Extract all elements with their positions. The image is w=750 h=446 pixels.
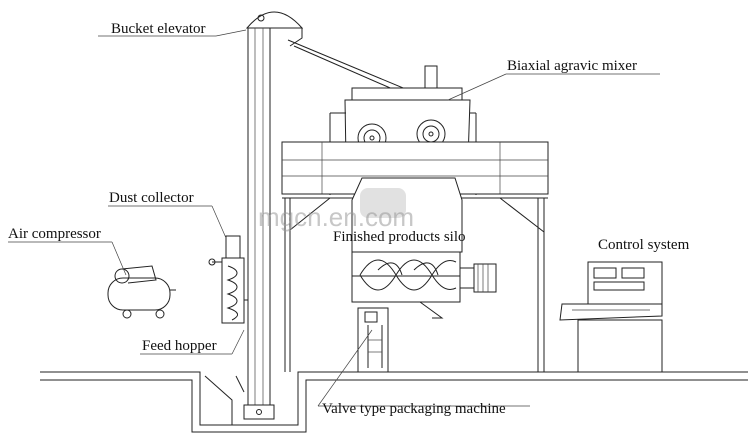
label-finished-silo: Finished products silo	[333, 229, 466, 245]
label-bucket-elevator: Bucket elevator	[111, 21, 206, 37]
watermark-text: mgcn.en.com	[258, 202, 414, 232]
air-compressor	[107, 265, 176, 319]
label-packaging-machine: Valve type packaging machine	[322, 401, 506, 417]
label-feed-hopper: Feed hopper	[142, 338, 217, 354]
label-biaxial-mixer: Biaxial agravic mixer	[507, 58, 637, 74]
label-control-system: Control system	[598, 237, 690, 253]
feed-hopper	[204, 375, 245, 425]
dust-collector	[208, 235, 248, 324]
control-system-console	[559, 261, 663, 373]
label-air-compressor: Air compressor	[8, 226, 101, 242]
finished-products-silo	[351, 177, 497, 319]
label-dust-collector: Dust collector	[109, 190, 194, 206]
valve-packaging-machine	[357, 307, 389, 373]
watermark-logo-box	[360, 188, 406, 218]
bucket-elevator	[243, 11, 421, 420]
leader-lines	[8, 29, 660, 407]
